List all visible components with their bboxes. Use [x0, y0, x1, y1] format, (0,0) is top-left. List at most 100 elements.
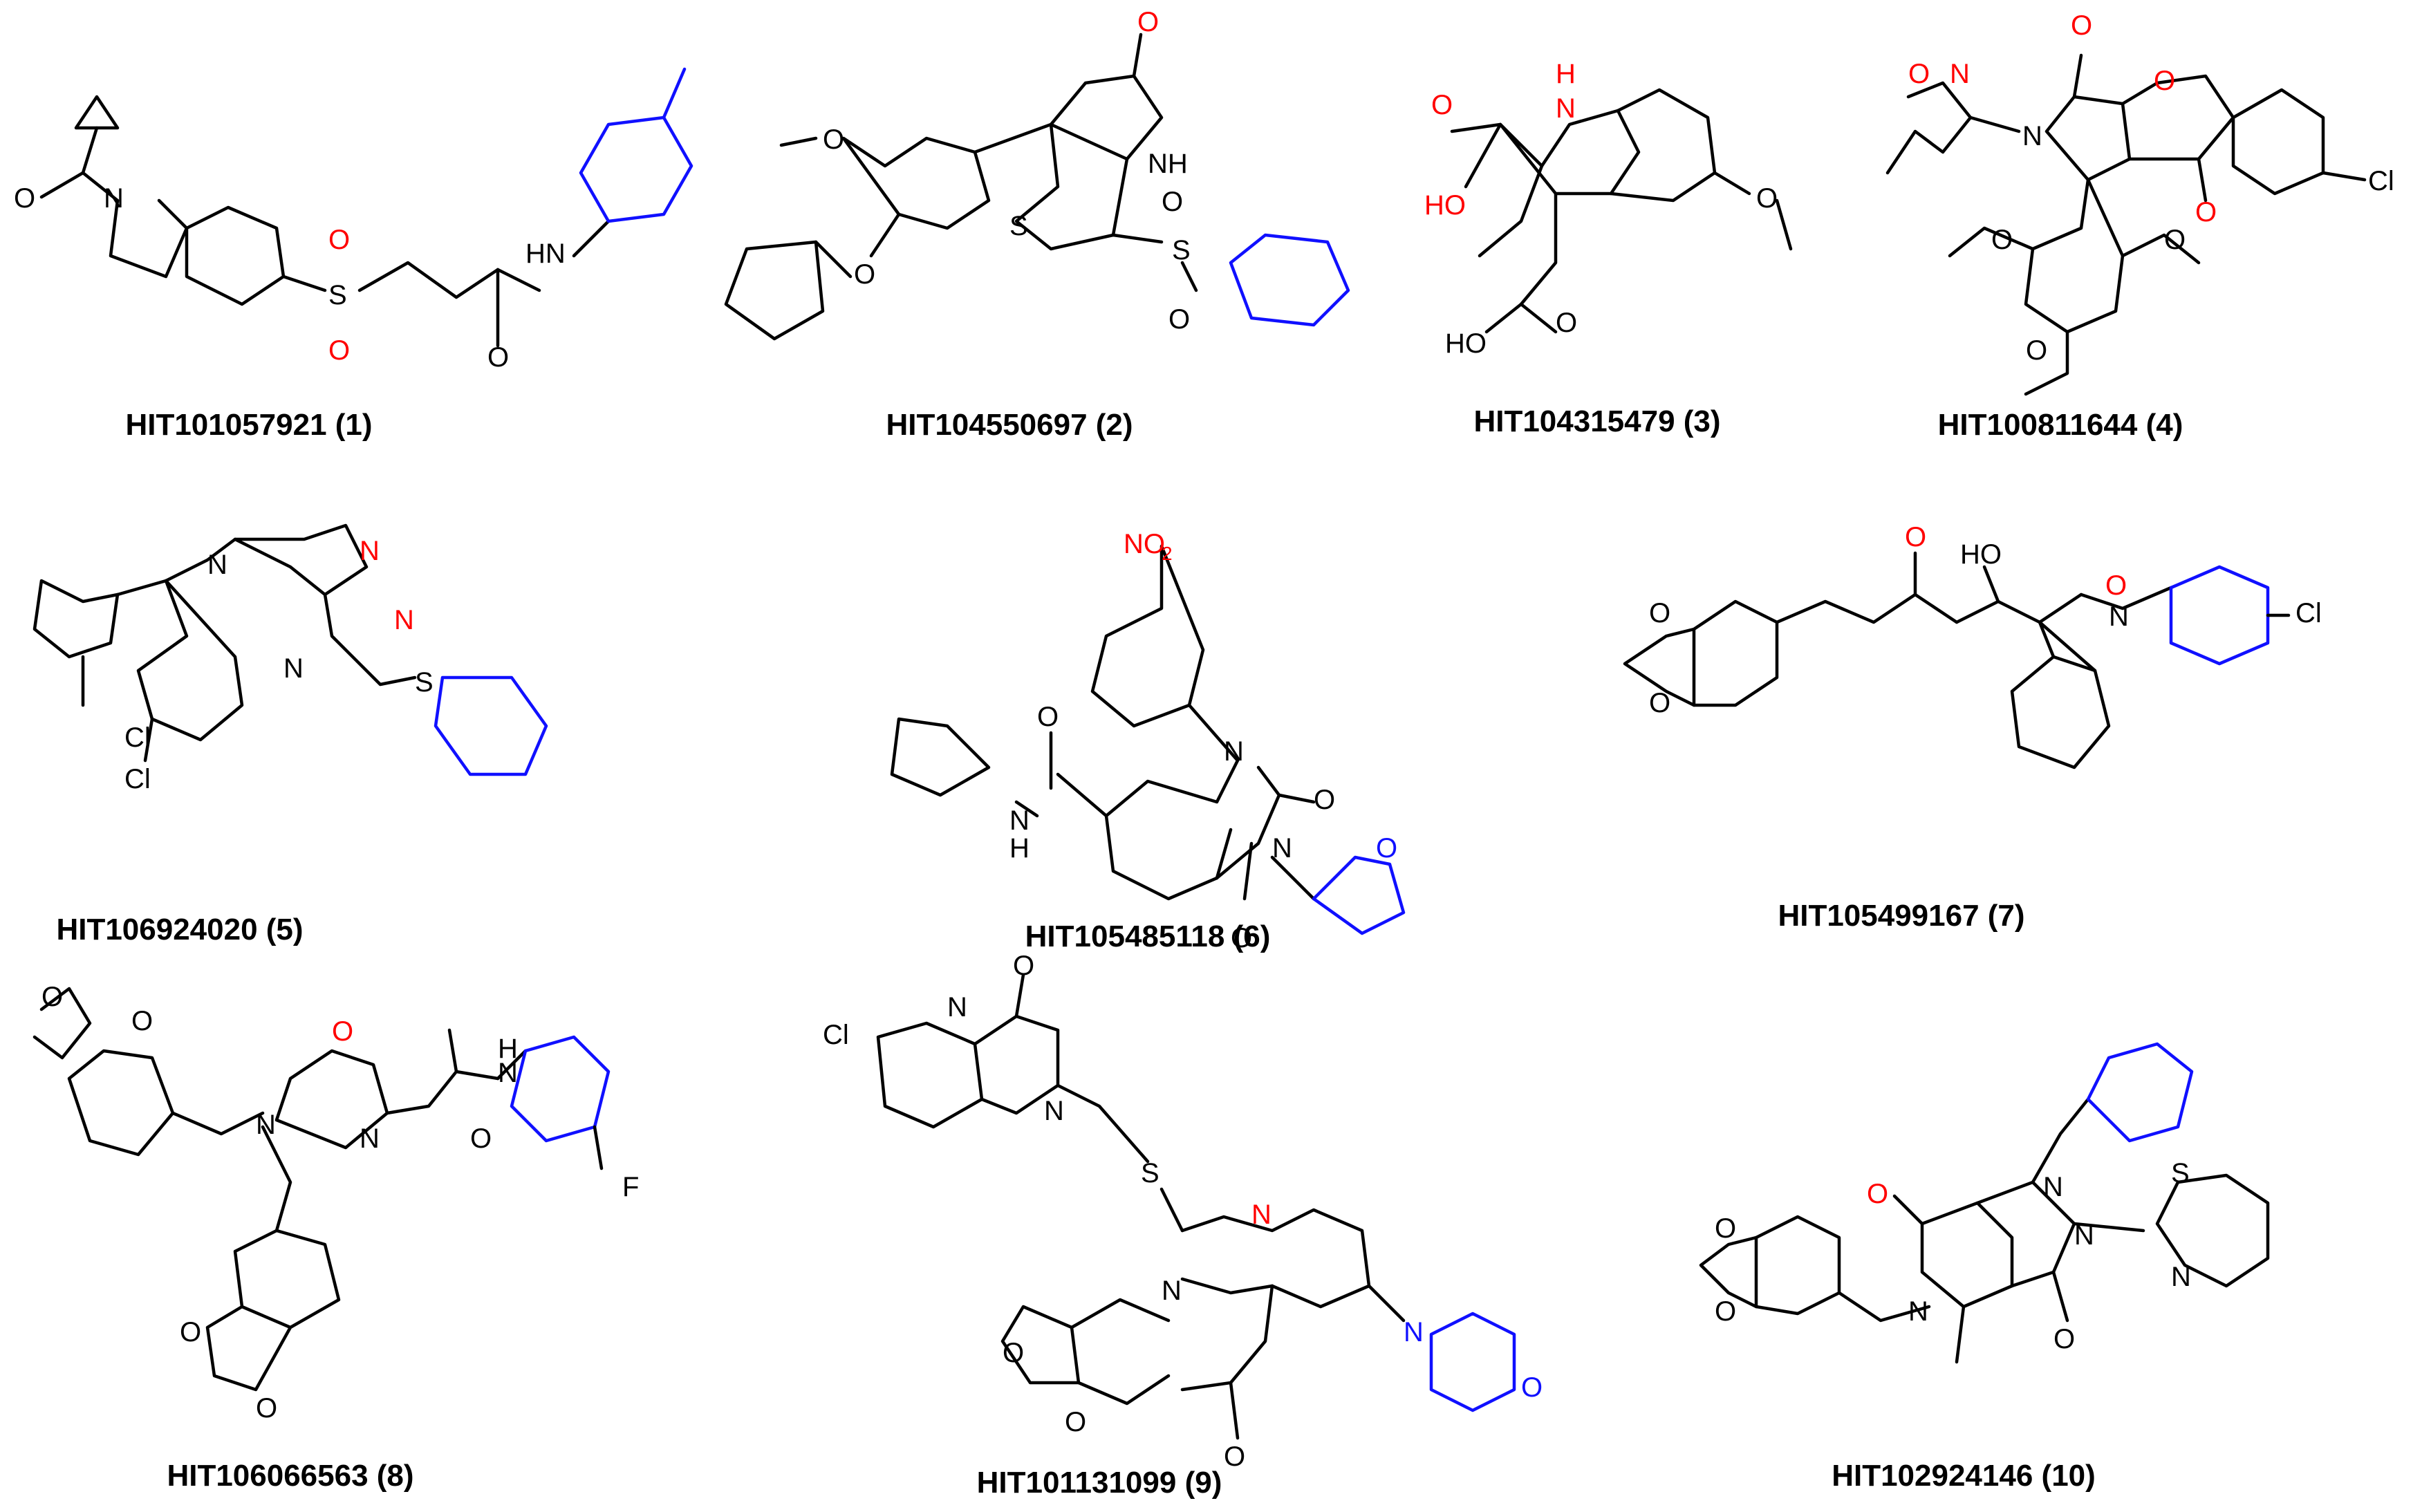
atom-n-red: N	[1556, 93, 1576, 124]
compound-label-3: HIT104315479 (3)	[1473, 404, 1721, 438]
atom-cl: Cl	[823, 1020, 849, 1050]
compound-panel-2: O O O NH S S O O HIT104550697 (2)	[691, 0, 1350, 484]
atom-o: O	[1037, 702, 1059, 732]
atom-s: S	[415, 667, 434, 698]
atom-n: N	[947, 992, 967, 1023]
atom-ho: HO	[1445, 328, 1487, 359]
atom-n-red: N	[394, 605, 414, 635]
atom-no2-subscript: 2	[1162, 543, 1173, 564]
atom-cl: Cl	[124, 722, 151, 753]
atom-o: O	[1162, 187, 1183, 217]
atom-o: O	[1649, 688, 1670, 718]
structure-5: N N N N Cl Cl S	[32, 523, 548, 794]
atom-o: O	[1231, 923, 1252, 953]
atom-o: O	[1224, 1441, 1245, 1472]
compound-label-7: HIT105499167 (7)	[1778, 899, 2025, 933]
compound-label-10: HIT102924146 (10)	[1832, 1459, 2096, 1493]
atom-o: O	[256, 1393, 277, 1424]
atom-no2-red: NO	[1124, 529, 1165, 559]
atom-o: O	[1991, 225, 2013, 255]
structure-2: O O O NH S S O O	[724, 7, 1350, 341]
atom-o: O	[1314, 785, 1335, 815]
atom-o-red: O	[1137, 7, 1159, 37]
atom-n: N	[256, 1110, 276, 1140]
structure-3: H N O HO O O HO	[1424, 59, 1793, 359]
structure-1: N O S O O HN O	[14, 67, 693, 373]
atom-n: N	[1009, 805, 1030, 836]
atom-o: O	[1715, 1296, 1736, 1327]
atom-n: N	[104, 183, 124, 214]
atom-n: N	[1224, 736, 1244, 767]
atom-o-red: O	[328, 225, 350, 255]
atom-o: O	[2053, 1324, 2075, 1354]
atom-o: O	[41, 982, 63, 1012]
compound-panel-10: O O O N N N S N O HIT102924146 (10)	[1659, 954, 2431, 1512]
atom-o: O	[2026, 335, 2047, 366]
atom-o-red: O	[2195, 197, 2217, 227]
structure-10: O O O N N N S N O	[1699, 1042, 2270, 1364]
atom-f: F	[622, 1172, 639, 1202]
atom-o-red: O	[2105, 570, 2127, 601]
atom-ho-red: HO	[1424, 190, 1466, 221]
atom-o: O	[1556, 308, 1577, 338]
atom-o-red: O	[1905, 522, 1926, 552]
compound-label-2: HIT104550697 (2)	[886, 408, 1133, 442]
atom-n-red: N	[1950, 59, 1970, 89]
atom-o: O	[14, 183, 35, 214]
atom-n: N	[2171, 1262, 2191, 1292]
atom-n: N	[360, 1123, 380, 1154]
atom-o: O	[180, 1317, 201, 1347]
atom-o-red: O	[328, 335, 350, 366]
atom-o: O	[823, 124, 844, 155]
atom-h: H	[1009, 833, 1030, 864]
atom-o: O	[1065, 1407, 1086, 1437]
atom-o: O	[470, 1123, 492, 1154]
atom-o: O	[1715, 1213, 1736, 1244]
compound-label-6: HIT105485118 (6)	[1025, 920, 1271, 953]
atom-n-red: N	[1251, 1200, 1272, 1230]
atom-n-red: N	[360, 536, 380, 566]
atom-n: N	[498, 1058, 518, 1088]
atom-o: O	[1168, 304, 1190, 335]
compound-label-9: HIT101131099 (9)	[976, 1466, 1222, 1500]
structure-9: Cl O N N S N N O O O N O	[823, 951, 1543, 1472]
compound-label-4: HIT100811644 (4)	[1937, 408, 2183, 442]
compound-panel-9: Cl O N N S N N O O O N O HIT101131099 (9…	[795, 951, 1659, 1512]
compound-panel-5: N N N N Cl Cl S HIT106924020 (5)	[0, 498, 567, 954]
compound-panel-3: H N O HO O O HO HIT104315479 (3)	[1417, 0, 1846, 484]
structure-6: NO 2 N O O N H N O O	[890, 529, 1406, 953]
atom-cl: Cl	[2295, 598, 2322, 628]
atom-o-red: O	[1431, 90, 1453, 120]
atom-s: S	[2171, 1158, 2190, 1188]
atom-nh: NH	[1148, 149, 1188, 179]
atom-o: O	[1013, 951, 1034, 981]
structure-8: O O N O N H N O F O O	[32, 982, 639, 1424]
atom-o: O	[1003, 1338, 1024, 1368]
atom-o-red: O	[1867, 1179, 1888, 1209]
atom-s: S	[328, 280, 347, 310]
atom-o: O	[487, 342, 509, 373]
atom-n: N	[2043, 1172, 2063, 1202]
compound-label-8: HIT106066563 (8)	[167, 1459, 414, 1493]
atom-o-red: O	[2071, 10, 2092, 41]
atom-n: N	[1044, 1096, 1064, 1126]
atom-o-blue: O	[1376, 833, 1397, 864]
atom-n: N	[1272, 833, 1292, 864]
atom-n: N	[207, 550, 227, 580]
atom-nh-red: H	[1556, 59, 1576, 89]
atom-n: N	[1908, 1296, 1928, 1327]
compound-panel-7: O O O HO O N Cl HIT105499167 (7)	[1583, 512, 2431, 954]
compound-panel-4: O N N O O O Cl O O O HIT100811644 (4)	[1867, 0, 2431, 484]
atom-cl: Cl	[2368, 166, 2394, 196]
atom-n: N	[2022, 121, 2042, 151]
atom-s: S	[1009, 211, 1028, 241]
atom-s: S	[1172, 235, 1191, 265]
atom-o: O	[854, 259, 875, 290]
atom-n: N	[1162, 1276, 1182, 1306]
compound-panel-8: O O N O N H N O F O O HIT106066563 (8)	[0, 954, 726, 1512]
structure-7: O O O HO O N Cl	[1623, 522, 2322, 769]
compound-panel-6: NO 2 N O O N H N O O HIT105485118 (6)	[830, 470, 1521, 954]
atom-n: N	[2074, 1220, 2094, 1251]
atom-o-red: O	[1908, 59, 1930, 89]
atom-h: H	[498, 1034, 518, 1064]
